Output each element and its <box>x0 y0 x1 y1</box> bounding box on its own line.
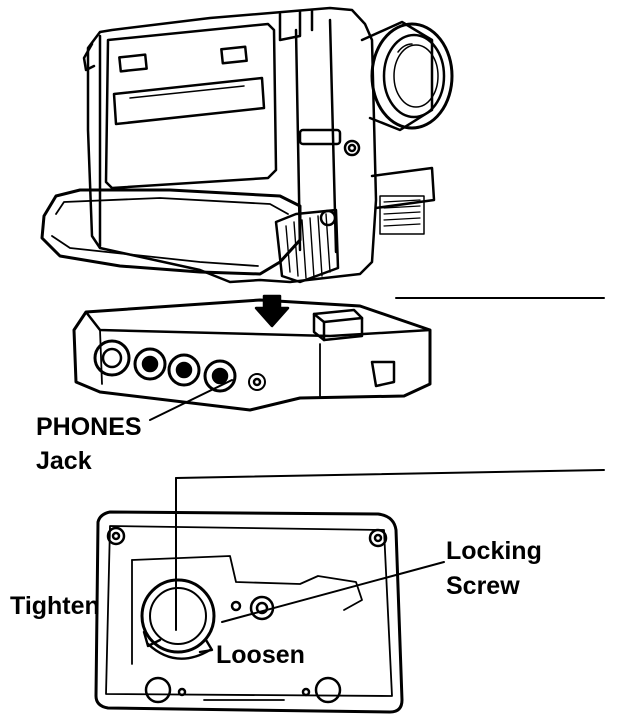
phones-jack-label-line1: PHONES <box>36 413 142 441</box>
dock-illustration <box>72 298 432 412</box>
locking-screw-label-line2: Screw <box>446 572 520 600</box>
bottom-plate-illustration <box>94 510 404 714</box>
tighten-label: Tighten <box>10 592 100 620</box>
leader-lines <box>149 297 605 631</box>
locking-screw-label-line1: Locking <box>446 537 542 565</box>
camcorder-illustration <box>40 6 454 284</box>
loosen-label: Loosen <box>216 641 305 669</box>
phones-jack-label-line2: Jack <box>36 447 92 475</box>
